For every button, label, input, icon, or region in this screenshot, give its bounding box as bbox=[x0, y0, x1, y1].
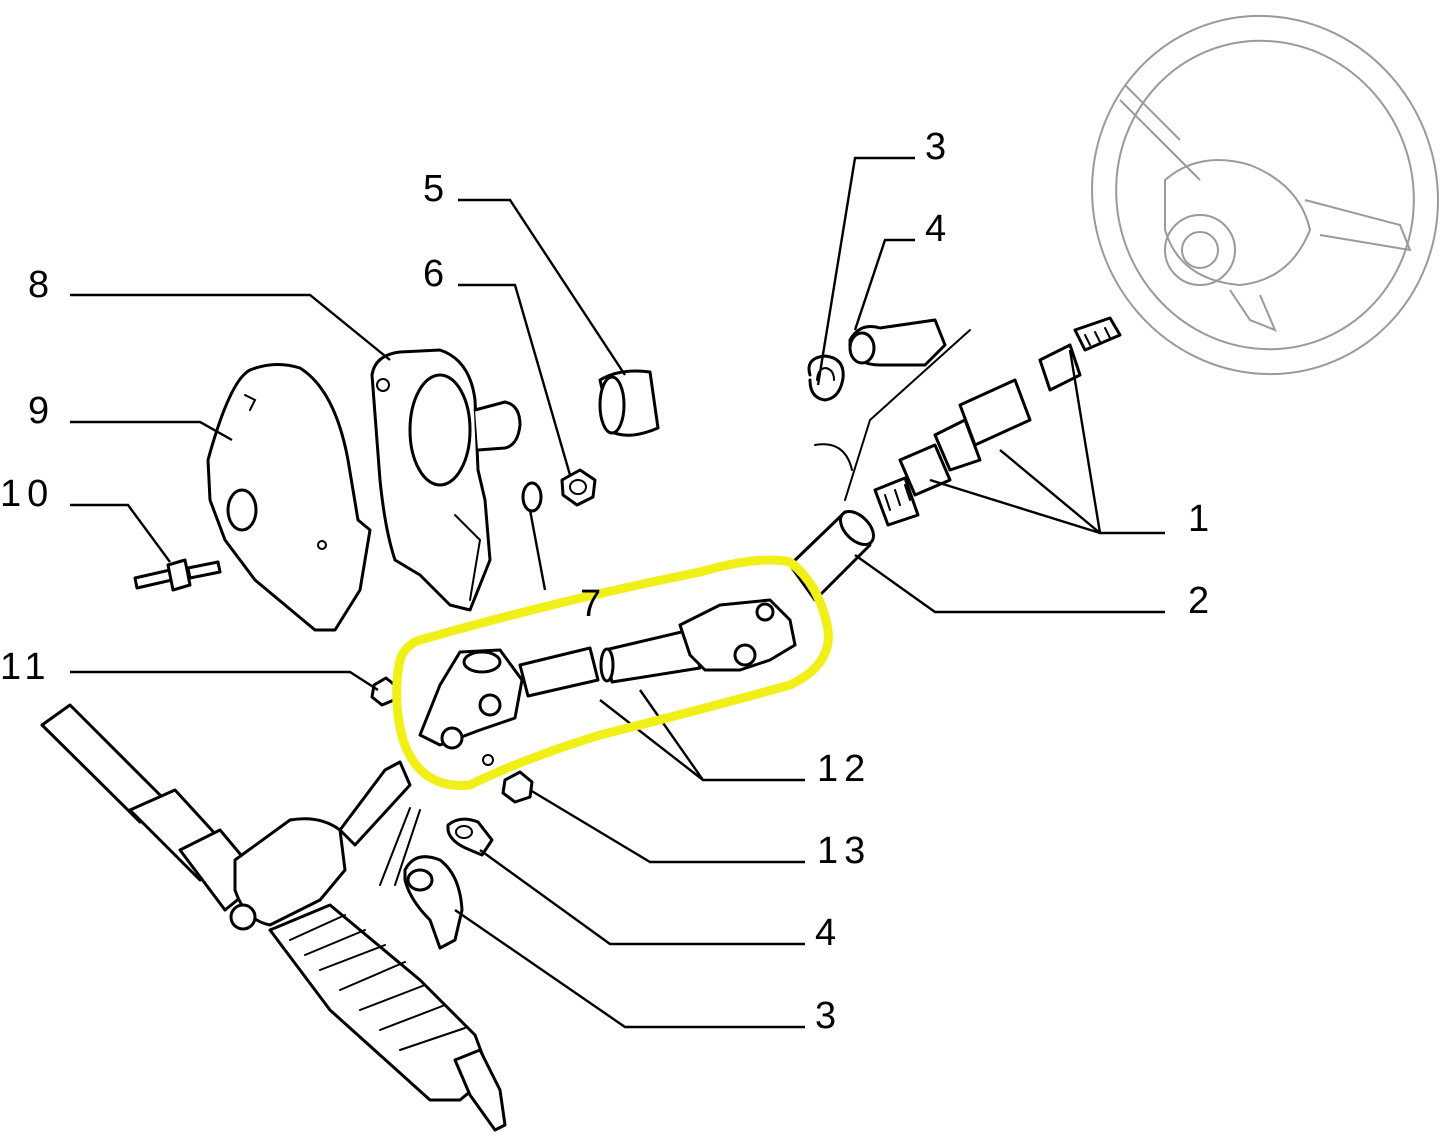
highlight-outline bbox=[392, 555, 833, 790]
nut-part-13 bbox=[482, 754, 534, 804]
leader-4-bottom bbox=[479, 849, 805, 946]
leader-1 bbox=[929, 349, 1165, 535]
callout-12: 12 bbox=[817, 748, 872, 790]
leader-5 bbox=[458, 198, 627, 376]
steering-wheel bbox=[1091, 14, 1439, 376]
bushing-part-5 bbox=[598, 369, 660, 437]
leader-10 bbox=[70, 503, 171, 563]
washer-part-7 bbox=[521, 481, 543, 513]
lever-part-4-top bbox=[848, 318, 947, 367]
leader-3-top bbox=[816, 156, 915, 386]
callout-3-bottom: 3 bbox=[815, 995, 843, 1037]
steering-rack bbox=[40, 703, 507, 1132]
upper-shaft-assembly bbox=[873, 316, 1122, 527]
callout-4-bottom: 4 bbox=[815, 912, 843, 954]
callout-5: 5 bbox=[423, 168, 451, 210]
screw-part-10 bbox=[133, 558, 222, 592]
column-bracket-line bbox=[844, 329, 971, 501]
leader-8 bbox=[70, 293, 391, 361]
callout-1: 1 bbox=[1188, 498, 1216, 540]
callout-2: 2 bbox=[1188, 580, 1216, 622]
leader-12 bbox=[599, 689, 805, 782]
callout-4-top: 4 bbox=[925, 208, 953, 250]
leader-11 bbox=[70, 670, 379, 692]
clip-part-4-bottom bbox=[446, 817, 494, 857]
leader-13 bbox=[529, 788, 805, 864]
column-clip-line bbox=[814, 443, 853, 471]
callout-6: 6 bbox=[423, 253, 451, 295]
cover-part-9 bbox=[206, 363, 372, 632]
callout-3-top: 3 bbox=[925, 126, 953, 168]
leader-6 bbox=[458, 283, 572, 476]
leader-9 bbox=[70, 420, 233, 442]
leader-4-top bbox=[853, 238, 915, 331]
leader-lines bbox=[70, 156, 1165, 1029]
callout-8: 8 bbox=[28, 264, 56, 306]
housing-part-8 bbox=[370, 348, 522, 612]
leader-7 bbox=[528, 509, 547, 591]
lever-part-3-bottom bbox=[403, 855, 464, 950]
column-tube bbox=[788, 510, 875, 602]
callout-7: 7 bbox=[580, 583, 608, 625]
callout-11: 11 bbox=[0, 646, 52, 688]
clip-part-3-top bbox=[807, 354, 845, 402]
callout-13: 13 bbox=[817, 830, 872, 872]
callout-10: 10 bbox=[0, 473, 55, 515]
leader-3-bottom bbox=[454, 909, 805, 1029]
intermediate-shaft-part-12 bbox=[418, 598, 797, 750]
leader-2 bbox=[854, 554, 1165, 614]
callout-9: 9 bbox=[28, 390, 56, 432]
nut-part-6 bbox=[560, 468, 597, 507]
